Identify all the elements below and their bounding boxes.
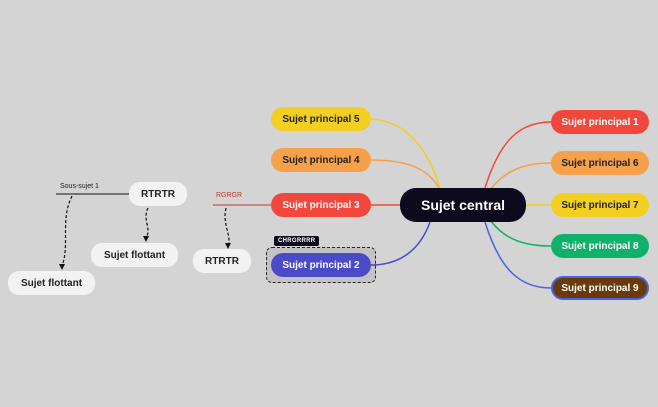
dashed-connector-rgrgr-rtrtr — [224, 207, 230, 247]
connector-topic-8 — [489, 219, 552, 247]
connector-topic-4 — [369, 159, 441, 191]
main-topic-label: Sujet principal 7 — [561, 199, 639, 211]
central-topic[interactable]: Sujet central — [400, 188, 526, 222]
floating-topic-2[interactable]: Sujet flottant — [8, 271, 95, 295]
main-topic-label: Sujet principal 6 — [561, 157, 639, 169]
main-topic-5[interactable]: Sujet principal 5 — [271, 107, 371, 131]
topic-tag[interactable]: CHRGRRRR — [274, 236, 320, 246]
dashed-connector-rtrtr-floating — [145, 207, 149, 239]
main-topic-label: Sujet principal 3 — [282, 199, 360, 211]
central-topic-label: Sujet central — [420, 197, 506, 213]
rgrgr-label[interactable]: RGRGR — [216, 192, 243, 199]
main-topic-label: Sujet principal 1 — [561, 116, 639, 128]
floating-topic-label: Sujet flottant — [20, 277, 83, 289]
main-topic-4[interactable]: Sujet principal 4 — [271, 148, 371, 172]
main-topic-3[interactable]: Sujet principal 3 — [271, 193, 371, 217]
main-topic-7[interactable]: Sujet principal 7 — [551, 193, 649, 217]
main-topic-6[interactable]: Sujet principal 6 — [551, 151, 649, 175]
rtrtr-floating[interactable]: RTRTR — [193, 249, 251, 273]
main-topic-9[interactable]: Sujet principal 9 — [551, 276, 649, 300]
main-topic-label: Sujet principal 5 — [282, 113, 360, 125]
floating-topic-label: Sujet flottant — [103, 249, 166, 261]
dashed-connector-sous-sujet-floating — [61, 195, 73, 267]
rtrtr-floating-label: RTRTR — [205, 255, 239, 267]
main-topic-label: Sujet principal 8 — [561, 240, 639, 252]
connector-topic-1 — [484, 121, 552, 189]
main-topic-8[interactable]: Sujet principal 8 — [551, 234, 649, 258]
connector-topic-6 — [489, 162, 552, 191]
connector-topic-9 — [484, 221, 552, 289]
main-topic-2[interactable]: Sujet principal 2 — [271, 253, 371, 277]
sous-sujet-label[interactable]: Sous-sujet 1 — [60, 183, 99, 190]
main-topic-1[interactable]: Sujet principal 1 — [551, 110, 649, 134]
floating-topic-1[interactable]: Sujet flottant — [91, 243, 178, 267]
rtrtr-subtopic[interactable]: RTRTR — [129, 182, 187, 206]
main-topic-label: Sujet principal 9 — [561, 282, 639, 294]
connector-topic-5 — [369, 118, 441, 189]
connector-topic-2 — [370, 221, 431, 266]
main-topic-label: Sujet principal 2 — [282, 259, 360, 271]
main-topic-label: Sujet principal 4 — [282, 154, 360, 166]
rtrtr-subtopic-label: RTRTR — [141, 188, 175, 200]
